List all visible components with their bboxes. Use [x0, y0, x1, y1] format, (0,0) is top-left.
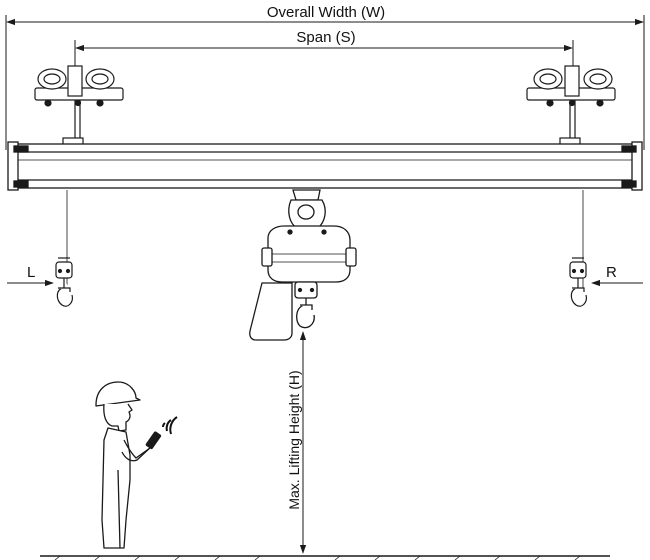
- hoist-hook-icon: [570, 278, 587, 307]
- left-limit-hook: [55, 257, 73, 307]
- girder-right-endplate: [631, 141, 643, 191]
- wireless-remote-icon: [162, 416, 178, 435]
- span-label: Span (S): [296, 29, 355, 46]
- left-truck-web: [67, 65, 83, 97]
- left-end-truck: [34, 65, 124, 155]
- operator-head: [103, 403, 133, 432]
- floor-line: [40, 555, 610, 560]
- remote-control: [145, 431, 162, 450]
- hoist-hook-icon: [56, 278, 73, 307]
- girder-left-endplate: [7, 141, 19, 191]
- operator-figure: [95, 381, 178, 549]
- hoist-hook-icon: [295, 298, 315, 329]
- overall-width-label: Overall Width (W): [267, 4, 385, 21]
- span-dimension: Span (S): [74, 28, 574, 72]
- hoist-chain-bag: [249, 282, 293, 341]
- right-limit-hook: [569, 257, 587, 307]
- hoist-trolley-hanger: [292, 189, 321, 201]
- right-approach-dimension: R: [591, 264, 643, 287]
- max-lifting-height-dimension: Max. Lifting Height (H): [286, 331, 307, 554]
- main-girder: [7, 141, 643, 191]
- max-lifting-height-label: Max. Lifting Height (H): [286, 370, 302, 509]
- girder-body: [11, 143, 639, 189]
- right-end-truck: [526, 65, 616, 155]
- right-approach-label: R: [606, 264, 617, 281]
- left-approach-dimension: L: [7, 264, 54, 287]
- right-truck-web: [564, 65, 580, 97]
- overall-width-dimension: Overall Width (W): [5, 3, 645, 150]
- electric-chain-hoist: [249, 189, 357, 341]
- operator-body: [101, 427, 131, 549]
- safety-helmet: [95, 381, 141, 407]
- left-approach-label: L: [27, 264, 35, 281]
